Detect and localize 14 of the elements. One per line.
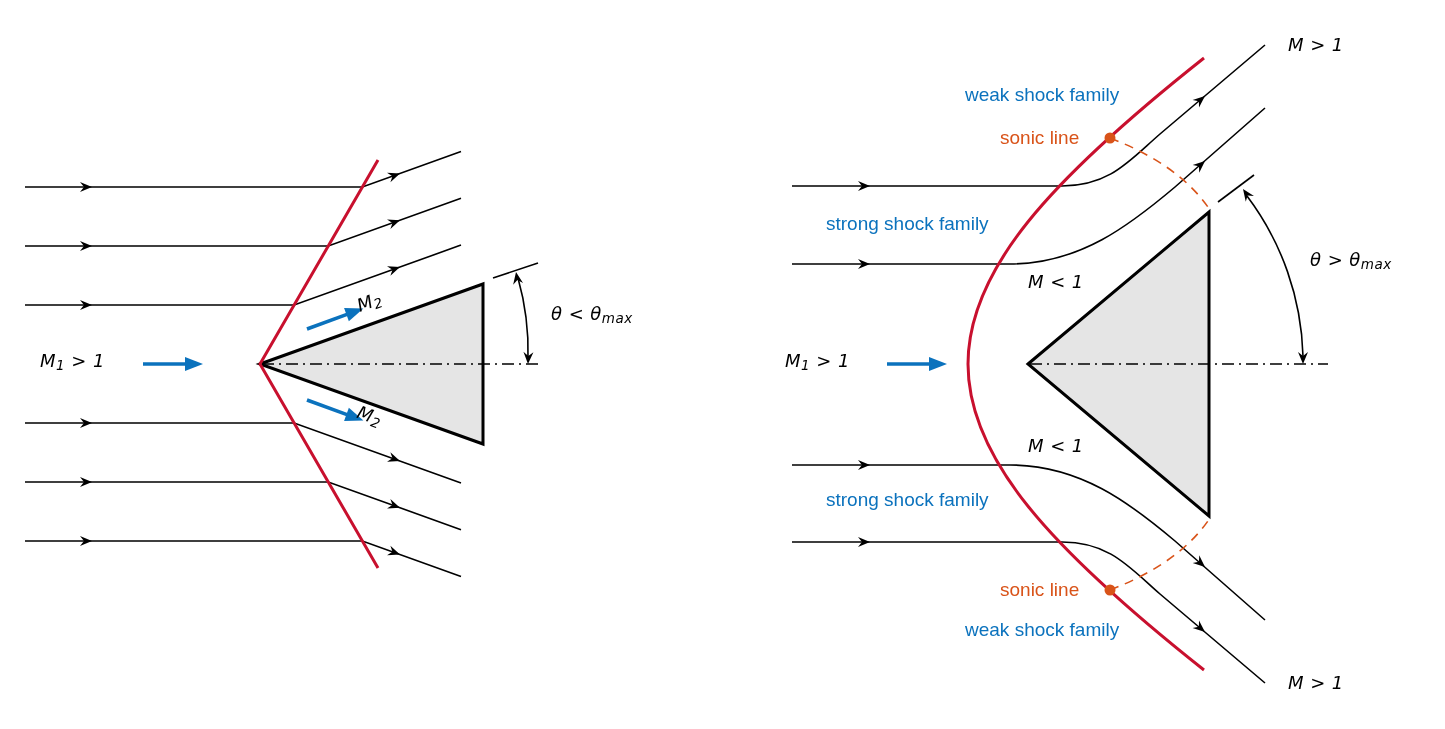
math-label: θ < θ$_{max}$ [551,302,633,326]
math-label: M$_{1}$ > 1 [785,349,850,373]
math-label: M > 1 [1288,33,1344,57]
math-label: M < 1 [1028,434,1084,458]
annotation-label: sonic line [1000,126,1080,150]
math-label: θ > θ$_{max}$ [1310,248,1392,272]
annotation-label: strong shock family [826,488,989,512]
annotation-label: weak shock family [965,83,1120,107]
math-label: M$_{1}$ > 1 [40,349,105,373]
annotation-label: strong shock family [826,212,989,236]
annotation-label: sonic line [1000,578,1080,602]
math-label: M > 1 [1288,671,1344,695]
math-label: M < 1 [1028,270,1084,294]
annotation-label: weak shock family [965,618,1120,642]
